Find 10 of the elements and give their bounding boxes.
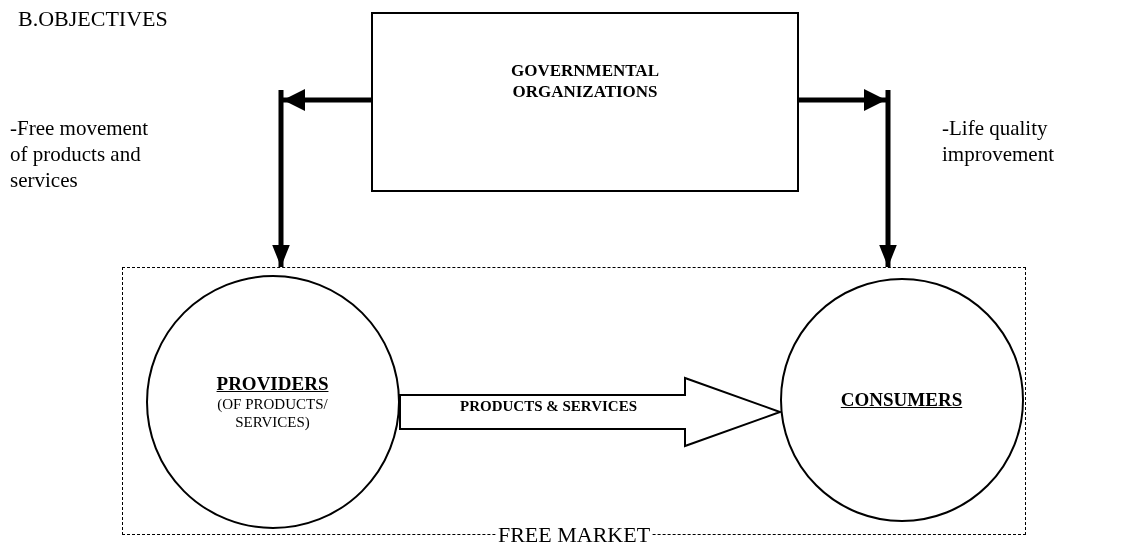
actor-subtitle: (OF PRODUCTS/ SERVICES) bbox=[216, 394, 329, 431]
section-heading: B.OBJECTIVES bbox=[18, 6, 168, 32]
objective-note: -Life quality improvement bbox=[942, 115, 1055, 167]
objective-note: -Free movement of products and services bbox=[10, 115, 150, 193]
box-title: GOVERNMENTAL ORGANIZATIONS bbox=[510, 60, 660, 102]
actor-title: CONSUMERS bbox=[840, 388, 963, 411]
organization-box bbox=[371, 12, 799, 192]
block-arrow bbox=[399, 376, 783, 448]
edge-label: PRODUCTS & SERVICES bbox=[459, 397, 638, 415]
actor-title: PROVIDERS bbox=[216, 372, 329, 395]
